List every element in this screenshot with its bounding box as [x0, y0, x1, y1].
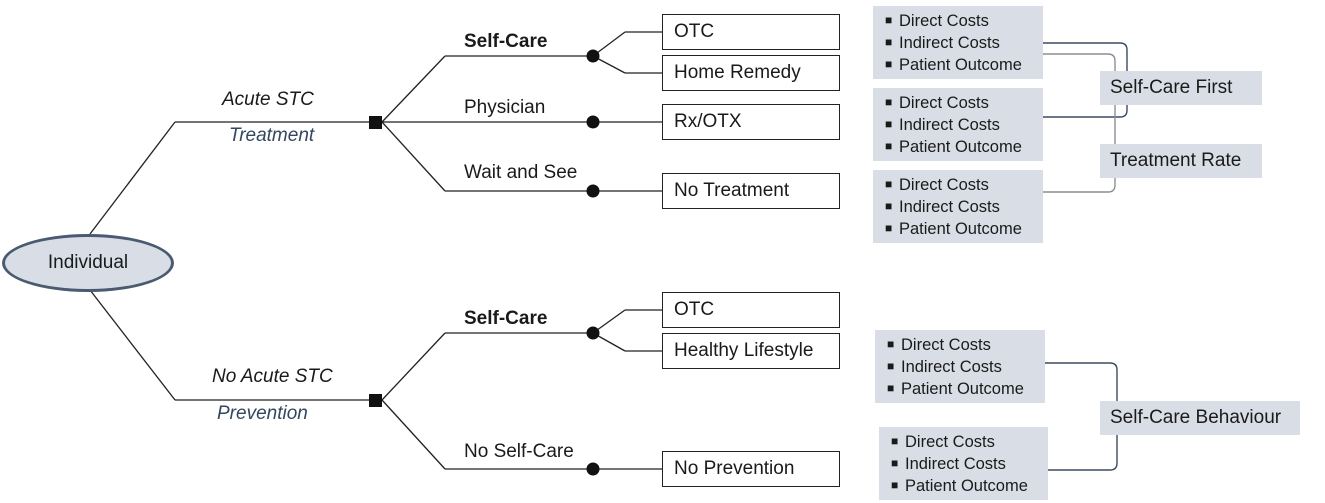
acute-stc-label: Acute STC: [222, 89, 314, 110]
cost-item: ■Direct Costs: [891, 433, 995, 451]
cost-item: ■Indirect Costs: [885, 116, 1000, 134]
root-label: Individual: [47, 252, 129, 273]
decision-node-prevention: [369, 394, 382, 407]
square-bullet-icon: ■: [885, 117, 893, 131]
prevention-self-care-label: Self-Care: [464, 308, 548, 329]
square-bullet-icon: ■: [887, 337, 895, 351]
outcome-healthy-lifestyle: Healthy Lifestyle: [662, 333, 840, 369]
square-bullet-icon: ■: [885, 221, 893, 235]
chance-node-physician: [586, 115, 600, 129]
square-bullet-icon: ■: [885, 57, 893, 71]
root-individual-node: Individual: [2, 234, 174, 292]
cost-group-physician: ■Direct Costs ■Indirect Costs ■Patient O…: [873, 88, 1043, 161]
square-bullet-icon: ■: [885, 95, 893, 109]
outcome-no-prevention: No Prevention: [662, 451, 840, 487]
chance-node-prevention-self-care: [586, 326, 600, 340]
cost-item: ■Direct Costs: [887, 336, 991, 354]
outcome-no-treatment: No Treatment: [662, 173, 840, 209]
outcome-label: OTC: [674, 21, 715, 42]
metric-label: Treatment Rate: [1110, 150, 1242, 171]
outcome-otc-prevention: OTC: [662, 292, 840, 328]
outcome-label: Rx/OTX: [674, 111, 742, 132]
cost-group-prevention-self-care: ■Direct Costs ■Indirect Costs ■Patient O…: [875, 330, 1045, 403]
chance-node-acute-self-care: [586, 49, 600, 63]
outcome-label: OTC: [674, 299, 715, 320]
wait-and-see-label: Wait and See: [464, 162, 578, 183]
cost-item: ■Indirect Costs: [887, 358, 1002, 376]
square-bullet-icon: ■: [885, 13, 893, 27]
cost-item: ■Direct Costs: [885, 176, 989, 194]
cost-item: ■Direct Costs: [885, 94, 989, 112]
cost-item: ■Indirect Costs: [885, 198, 1000, 216]
cost-item: ■Patient Outcome: [887, 380, 1024, 398]
outcome-otc-acute: OTC: [662, 14, 840, 50]
cost-item: ■Patient Outcome: [885, 220, 1022, 238]
square-bullet-icon: ■: [885, 139, 893, 153]
outcome-home-remedy: Home Remedy: [662, 55, 840, 91]
cost-item: ■Patient Outcome: [885, 56, 1022, 74]
cost-group-no-self-care: ■Direct Costs ■Indirect Costs ■Patient O…: [879, 427, 1048, 500]
cost-item: ■Direct Costs: [885, 12, 989, 30]
outcome-label: Home Remedy: [674, 62, 801, 83]
outcome-label: No Prevention: [674, 458, 795, 479]
square-bullet-icon: ■: [885, 35, 893, 49]
square-bullet-icon: ■: [887, 359, 895, 373]
no-acute-stc-label: No Acute STC: [212, 366, 333, 387]
metric-self-care-behaviour: Self-Care Behaviour: [1100, 401, 1300, 435]
cost-item: ■Patient Outcome: [891, 477, 1028, 495]
square-bullet-icon: ■: [885, 199, 893, 213]
square-bullet-icon: ■: [891, 456, 899, 470]
metric-treatment-rate: Treatment Rate: [1100, 144, 1262, 178]
chance-node-no-self-care: [586, 462, 600, 476]
outcome-rx-otx: Rx/OTX: [662, 104, 840, 140]
treatment-label: Treatment: [229, 125, 315, 146]
square-bullet-icon: ■: [887, 381, 895, 395]
chance-node-wait-and-see: [586, 184, 600, 198]
decision-node-acute: [369, 116, 382, 129]
metric-label: Self-Care First: [1110, 77, 1233, 98]
outcome-label: No Treatment: [674, 180, 790, 201]
cost-group-wait-and-see: ■Direct Costs ■Indirect Costs ■Patient O…: [873, 170, 1043, 243]
cost-item: ■Indirect Costs: [885, 34, 1000, 52]
acute-self-care-label: Self-Care: [464, 31, 548, 52]
metric-label: Self-Care Behaviour: [1110, 407, 1282, 428]
square-bullet-icon: ■: [885, 177, 893, 191]
no-self-care-label: No Self-Care: [464, 441, 574, 462]
square-bullet-icon: ■: [891, 478, 899, 492]
cost-group-self-care: ■Direct Costs ■Indirect Costs ■Patient O…: [873, 6, 1043, 79]
square-bullet-icon: ■: [891, 434, 899, 448]
outcome-label: Healthy Lifestyle: [674, 340, 814, 361]
physician-label: Physician: [464, 97, 546, 118]
metric-self-care-first: Self-Care First: [1100, 71, 1262, 105]
cost-item: ■Patient Outcome: [885, 138, 1022, 156]
cost-item: ■Indirect Costs: [891, 455, 1006, 473]
prevention-label: Prevention: [217, 403, 308, 424]
